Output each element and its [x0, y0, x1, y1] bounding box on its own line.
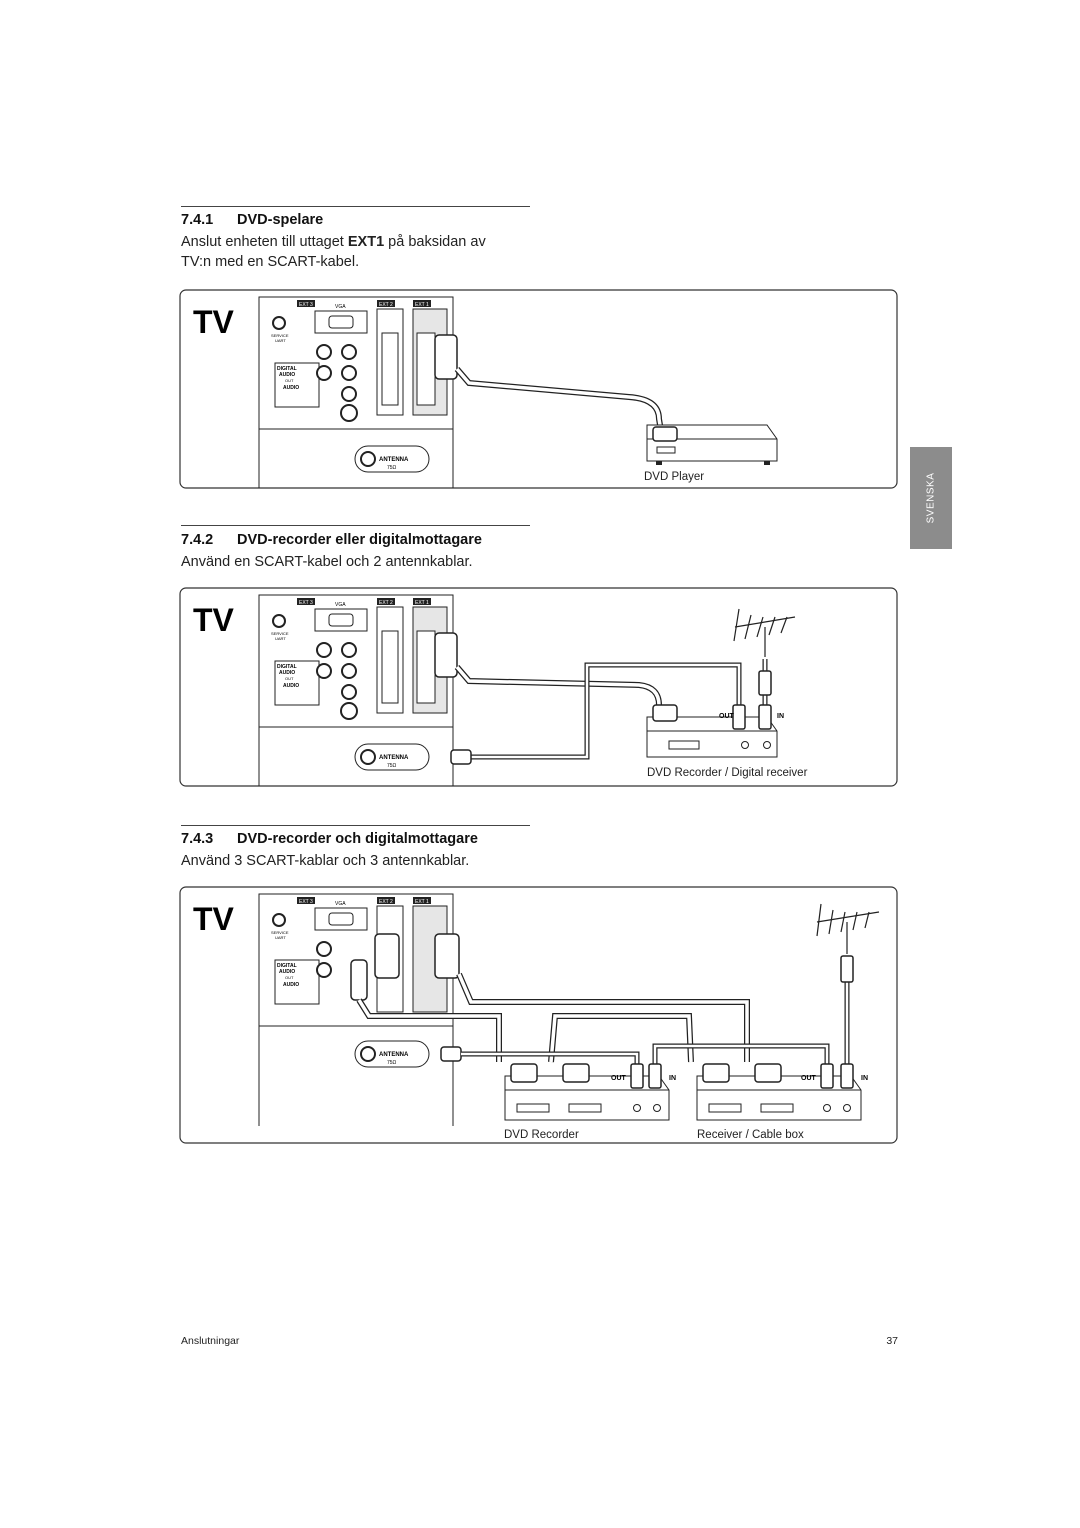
device-label: DVD Player [644, 471, 705, 483]
antenna-icon [733, 608, 796, 657]
footer-chapter: Anslutningar [181, 1335, 240, 1347]
svg-text:ANTENNA: ANTENNA [379, 457, 409, 463]
section-text: Anslut enheten till uttaget EXT1 på baks… [181, 234, 486, 270]
section-rule [181, 206, 530, 207]
svg-text:OUT: OUT [285, 975, 294, 980]
svg-text:AUDIO: AUDIO [279, 372, 295, 378]
svg-text:EXT 1: EXT 1 [415, 600, 429, 606]
svg-text:AUDIO: AUDIO [283, 385, 299, 391]
svg-text:EXT 3: EXT 3 [299, 302, 313, 308]
section-title: DVD-recorder eller digitalmottagare [237, 532, 482, 548]
svg-text:VGA: VGA [335, 304, 346, 310]
section-number: 7.4.1 [181, 212, 214, 228]
svg-text:EXT 2: EXT 2 [379, 600, 393, 606]
svg-text:EXT 1: EXT 1 [415, 899, 429, 905]
svg-text:UART: UART [275, 338, 286, 343]
svg-text:SERVICE: SERVICE [271, 631, 289, 636]
svg-text:EXT 3: EXT 3 [299, 600, 313, 606]
section-title: DVD-recorder och digitalmottagare [237, 831, 478, 847]
svg-text:DIGITAL: DIGITAL [277, 963, 297, 969]
svg-text:ANTENNA: ANTENNA [379, 1052, 409, 1058]
svg-text:AUDIO: AUDIO [283, 683, 299, 689]
section-rule [181, 525, 530, 526]
section-text: Använd 3 SCART-kablar och 3 antennkablar… [181, 853, 470, 869]
svg-text:OUT: OUT [285, 676, 294, 681]
language-tab: SVENSKA [910, 447, 952, 549]
tv-logo: TV [193, 304, 235, 340]
svg-text:EXT 2: EXT 2 [379, 302, 393, 308]
wiring-diagram-dvd-player: TV EXT 3 EXT 2 EXT 1 VGA SERVICE UART DI… [179, 289, 898, 489]
svg-text:VGA: VGA [335, 602, 346, 608]
svg-text:75Ω: 75Ω [387, 763, 397, 769]
device-label: DVD Recorder [504, 1129, 579, 1141]
svg-text:AUDIO: AUDIO [279, 670, 295, 676]
svg-text:OUT: OUT [719, 713, 735, 720]
svg-text:VGA: VGA [335, 901, 346, 907]
antenna-icon [816, 903, 880, 954]
svg-text:SERVICE: SERVICE [271, 930, 289, 935]
page-number: 37 [886, 1335, 898, 1347]
svg-text:EXT 1: EXT 1 [415, 302, 429, 308]
wiring-diagram-dvd-recorder-and-receiver: TV EXT 3 EXT 2 EXT 1 VGA SERVICE UART DI… [179, 886, 898, 1146]
svg-text:AUDIO: AUDIO [283, 982, 299, 988]
device-label: Receiver / Cable box [697, 1129, 804, 1141]
section-title: DVD-spelare [237, 212, 324, 228]
svg-text:DIGITAL: DIGITAL [277, 664, 297, 670]
section-rule [181, 825, 530, 826]
svg-text:EXT 3: EXT 3 [299, 899, 313, 905]
svg-text:OUT: OUT [801, 1075, 817, 1082]
svg-text:TV: TV [193, 901, 235, 937]
section-number: 7.4.3 [181, 831, 214, 847]
svg-text:IN: IN [669, 1075, 676, 1082]
svg-text:UART: UART [275, 935, 286, 940]
svg-text:AUDIO: AUDIO [279, 969, 295, 975]
ext1-emphasis: EXT1 [347, 234, 385, 250]
svg-text:75Ω: 75Ω [387, 465, 397, 471]
svg-text:EXT 2: EXT 2 [379, 899, 393, 905]
svg-text:DIGITAL: DIGITAL [277, 366, 297, 372]
svg-text:IN: IN [861, 1075, 868, 1082]
section-text: Använd en SCART-kabel och 2 antennkablar… [181, 554, 473, 570]
wiring-diagram-dvd-recorder-or-receiver: TV EXT 3 EXT 2 EXT 1 VGA SERVICE UART DI… [179, 587, 898, 787]
svg-text:OUT: OUT [611, 1075, 627, 1082]
svg-text:UART: UART [275, 636, 286, 641]
svg-text:IN: IN [777, 713, 784, 720]
section-number: 7.4.2 [181, 532, 214, 548]
svg-text:SERVICE: SERVICE [271, 333, 289, 338]
device-label: DVD Recorder / Digital receiver [647, 767, 808, 779]
svg-text:75Ω: 75Ω [387, 1060, 397, 1066]
svg-text:TV: TV [193, 602, 235, 638]
svg-text:ANTENNA: ANTENNA [379, 755, 409, 761]
svg-text:OUT: OUT [285, 378, 294, 383]
